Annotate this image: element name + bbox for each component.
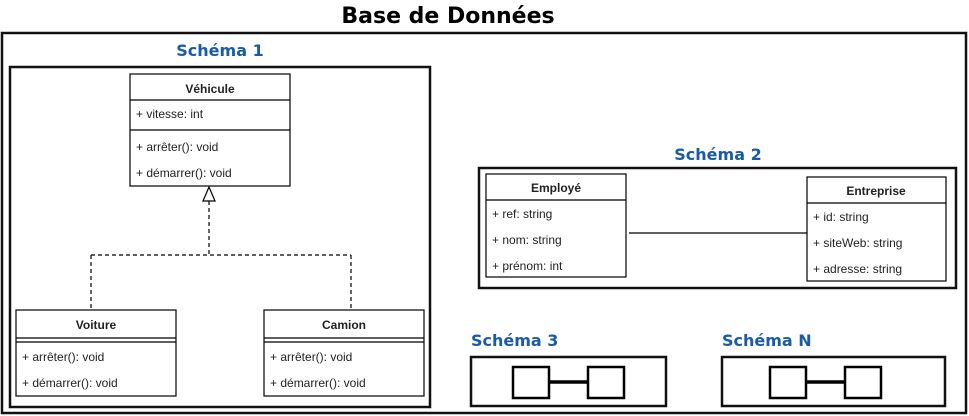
class-name: Voiture <box>76 318 117 332</box>
attribute: + adresse: string <box>813 262 902 276</box>
node-icon <box>768 365 808 400</box>
class-name: Entreprise <box>846 184 906 198</box>
attribute: + nom: string <box>492 233 562 247</box>
inheritance-connector <box>90 185 352 310</box>
schema-3-frame[interactable] <box>469 355 668 408</box>
attribute: + siteWeb: string <box>813 236 902 250</box>
node-icon <box>511 365 551 400</box>
method: + démarrer(): void <box>136 166 232 180</box>
class-name: Camion <box>322 318 366 332</box>
schema-1-label: Schéma 1 <box>176 41 263 60</box>
method: + démarrer(): void <box>270 376 366 390</box>
class-name: Employé <box>531 181 581 195</box>
schema-1-frame <box>8 65 432 409</box>
schema-2-label: Schéma 2 <box>674 145 761 164</box>
class-voiture[interactable]: Voiture + arrêter(): void + démarrer(): … <box>15 309 177 397</box>
method: + arrêter(): void <box>22 350 104 364</box>
class-camion[interactable]: Camion + arrêter(): void + démarrer(): v… <box>263 309 425 397</box>
class-name: Véhicule <box>185 82 235 96</box>
method: + arrêter(): void <box>136 140 218 154</box>
method: + démarrer(): void <box>22 376 118 390</box>
schema-n-label: Schéma N <box>722 331 812 350</box>
diagram-title: Base de Données <box>341 4 554 29</box>
attribute: + prénom: int <box>492 259 563 273</box>
node-icon <box>843 365 883 400</box>
schema-3-label: Schéma 3 <box>471 331 558 350</box>
database-frame <box>0 31 968 415</box>
method: + arrêter(): void <box>270 350 352 364</box>
inheritance-arrow-icon <box>202 185 216 202</box>
schema-n-frame[interactable] <box>720 355 947 408</box>
schema-2-frame <box>477 166 958 290</box>
attribute: + vitesse: int <box>136 107 204 121</box>
class-vehicule[interactable]: Véhicule + vitesse: int + arrêter(): voi… <box>129 73 291 187</box>
class-entreprise[interactable]: Entreprise + id: string + siteWeb: strin… <box>806 176 947 282</box>
class-employe[interactable]: Employé + ref: string + nom: string + pr… <box>485 173 627 278</box>
attribute: + ref: string <box>492 207 552 221</box>
attribute: + id: string <box>813 210 869 224</box>
node-icon <box>586 365 626 400</box>
